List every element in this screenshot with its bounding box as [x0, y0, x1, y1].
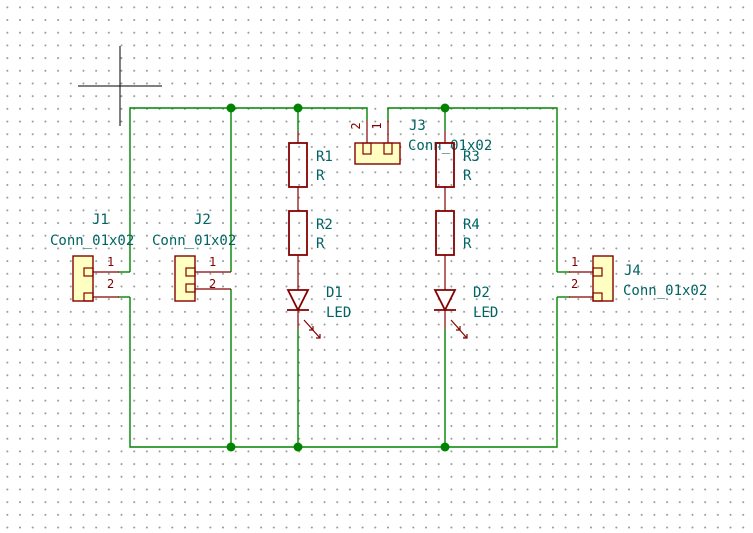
r3-value: R: [463, 168, 472, 184]
junction-dot: [293, 442, 303, 452]
connector-j2[interactable]: 1 2 J2 Conn_01x02: [152, 212, 236, 302]
r1-value: R: [316, 168, 325, 184]
r4-value: R: [463, 236, 472, 252]
connector-j2-body: [174, 255, 196, 302]
junction-dot: [440, 103, 450, 113]
r3-ref: R3: [463, 149, 480, 165]
j1-pin2-number: 2: [107, 277, 114, 291]
d2-ref: D2: [473, 285, 490, 301]
j3-value: Conn_01x02: [408, 138, 492, 154]
j4-ref: J4: [624, 263, 641, 279]
j3-pin2-number: 2: [349, 122, 363, 129]
d1-ref: D1: [326, 285, 343, 301]
resistor-r1-body: [288, 142, 308, 188]
resistor-r1[interactable]: R1 R: [288, 131, 333, 211]
connector-j4-body: [592, 255, 614, 302]
connector-j1-body: [72, 255, 94, 302]
junctions: [226, 103, 450, 452]
crosshair-cursor: [78, 46, 162, 126]
led-d2[interactable]: D2 LED: [433, 285, 498, 339]
j4-pin2-number: 2: [571, 277, 578, 291]
connector-j1[interactable]: 1 2 J1 Conn_01x02: [50, 212, 134, 302]
j4-value: Conn_01x02: [623, 283, 707, 299]
wires: [118, 107, 570, 448]
r2-value: R: [316, 236, 325, 252]
led-d2-triangle: [433, 289, 457, 313]
j2-pin2-number: 2: [209, 277, 216, 291]
wire-top-right[interactable]: [387, 107, 558, 272]
wire-top-left[interactable]: [129, 107, 368, 272]
junction-dot: [440, 442, 450, 452]
j1-ref: J1: [92, 212, 109, 228]
j2-value: Conn_01x02: [152, 233, 236, 249]
d2-value: LED: [473, 305, 498, 321]
led-d2-emission-arrows-icon: [450, 319, 468, 339]
resistor-r4-body: [435, 210, 455, 256]
connector-j3-body: [354, 142, 401, 165]
j2-ref: J2: [194, 212, 211, 228]
resistor-r3[interactable]: R3 R: [435, 131, 480, 211]
j3-pin1-number: 1: [370, 122, 384, 129]
junction-dot: [226, 442, 236, 452]
j3-ref: J3: [409, 118, 426, 134]
led-d1[interactable]: D1 LED: [286, 285, 351, 339]
resistor-r4[interactable]: R4 R: [435, 210, 480, 290]
connector-j3[interactable]: 2 1 J3 Conn_01x02: [349, 118, 492, 165]
r2-ref: R2: [316, 217, 333, 233]
resistor-r2-body: [288, 210, 308, 256]
resistor-r2[interactable]: R2 R: [288, 210, 333, 290]
j1-pin1-number: 1: [107, 255, 114, 269]
junction-dot: [293, 103, 303, 113]
wire-bottom[interactable]: [129, 297, 558, 448]
junction-dot: [226, 103, 236, 113]
r1-ref: R1: [316, 149, 333, 165]
r4-ref: R4: [463, 217, 480, 233]
led-d1-triangle: [286, 289, 310, 313]
j1-value: Conn_01x02: [50, 233, 134, 249]
d1-value: LED: [326, 305, 351, 321]
led-d1-emission-arrows-icon: [303, 319, 321, 339]
j2-pin1-number: 1: [209, 255, 216, 269]
j4-pin1-number: 1: [571, 255, 578, 269]
connector-j4[interactable]: 1 2 J4 Conn_01x02: [569, 255, 707, 302]
